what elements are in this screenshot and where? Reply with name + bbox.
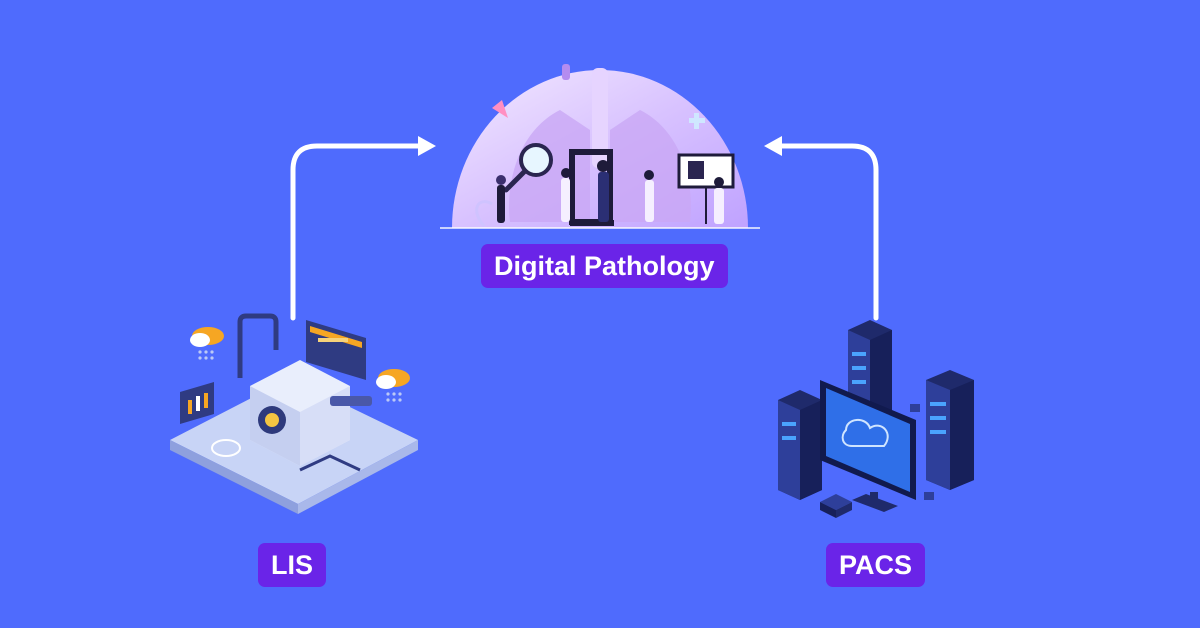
arrow-pacs-to-digital-pathology (777, 143, 879, 321)
pacs-label: PACS (826, 543, 926, 587)
arrow-head-left-icon (418, 136, 436, 156)
lis-label: LIS (258, 543, 327, 587)
arrow-head-right-icon (764, 136, 782, 156)
digital-pathology-label: Digital Pathology (481, 244, 728, 288)
arrow-lis-to-digital-pathology (290, 143, 423, 321)
